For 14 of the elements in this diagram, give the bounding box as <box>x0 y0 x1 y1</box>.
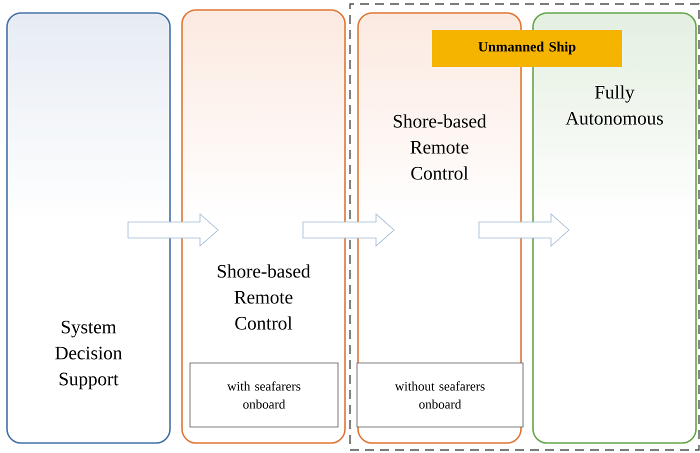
stage-box <box>6 12 171 444</box>
note-box <box>356 362 524 428</box>
stage-label: Shore-based Remote Control <box>218 264 310 330</box>
note-text: with seafarers onboard <box>227 381 300 409</box>
block-arrow <box>478 213 570 247</box>
stage-label: Shore-based Remote Control <box>394 114 486 180</box>
stage-label: Fully Autonomous <box>566 85 663 125</box>
note-text: without seafarers onboard <box>394 381 485 409</box>
note-box <box>190 362 338 428</box>
banner-label: Unmanned Ship <box>478 42 576 54</box>
block-arrow <box>128 213 219 247</box>
stage-label: System Decision Support <box>55 320 122 390</box>
banner-box <box>432 30 622 67</box>
block-arrow <box>302 213 395 247</box>
